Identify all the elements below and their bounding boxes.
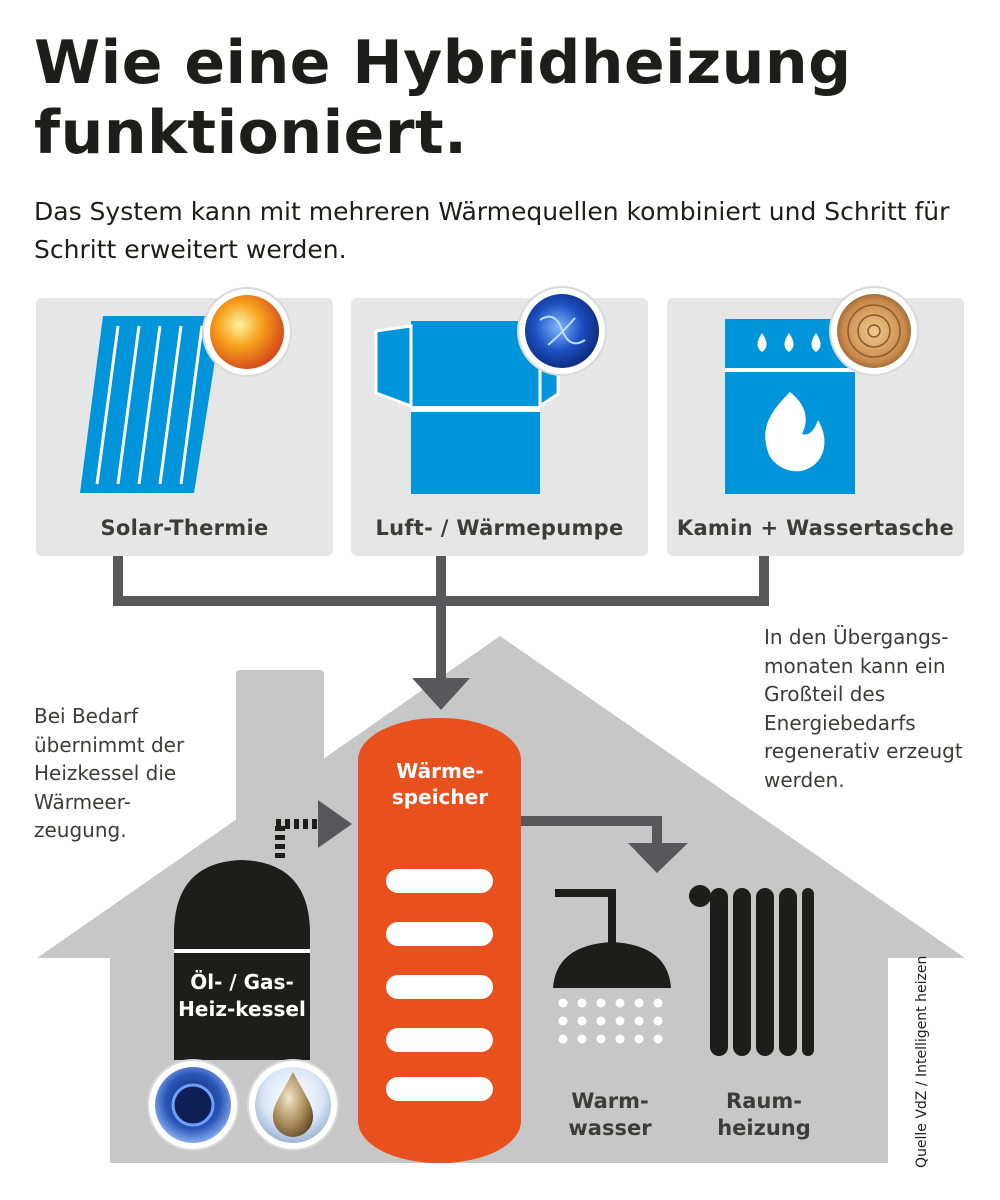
note-boiler: Bei Bedarf übernimmt der Heizkessel die … [34, 704, 185, 842]
oil-badge-icon [247, 1059, 339, 1151]
source-label-heat-pump: Luft- / Wärmepumpe [375, 516, 624, 540]
arrow-to-consumers [521, 816, 688, 873]
sun-badge-icon [202, 287, 292, 377]
tank-label: Wärme-speicher [391, 759, 489, 809]
solar-panel-icon [80, 316, 222, 493]
page-title: Wie eine Hybridheizung funktioniert. [34, 28, 852, 168]
arrow-to-tank [412, 678, 470, 710]
wood-badge-icon [829, 286, 919, 376]
radiator-icon [689, 885, 814, 1056]
heat-storage-tank [358, 718, 521, 1163]
subtitle: Das System kann mit mehreren Wärmequelle… [34, 197, 950, 264]
source-connector-lines [113, 556, 769, 680]
output-label-room-heating: Raum-heizung [717, 1089, 811, 1140]
boiler-label: Öl- / Gas-Heiz-kessel [178, 970, 306, 1021]
boiler-icon [174, 800, 352, 1060]
shower-icon [553, 889, 671, 1044]
energy-badge-icon [517, 286, 607, 376]
output-label-warm-water: Warm-wasser [568, 1089, 652, 1140]
source-credit: Quelle VdZ / Intelligent heizen [914, 955, 930, 1168]
note-transition-months: In den Übergangs-monaten kann ein Großte… [764, 625, 963, 792]
source-label-fireplace: Kamin + Wassertasche [676, 516, 955, 540]
gas-badge-icon [147, 1059, 239, 1151]
source-label-solar: Solar-Thermie [100, 516, 269, 540]
